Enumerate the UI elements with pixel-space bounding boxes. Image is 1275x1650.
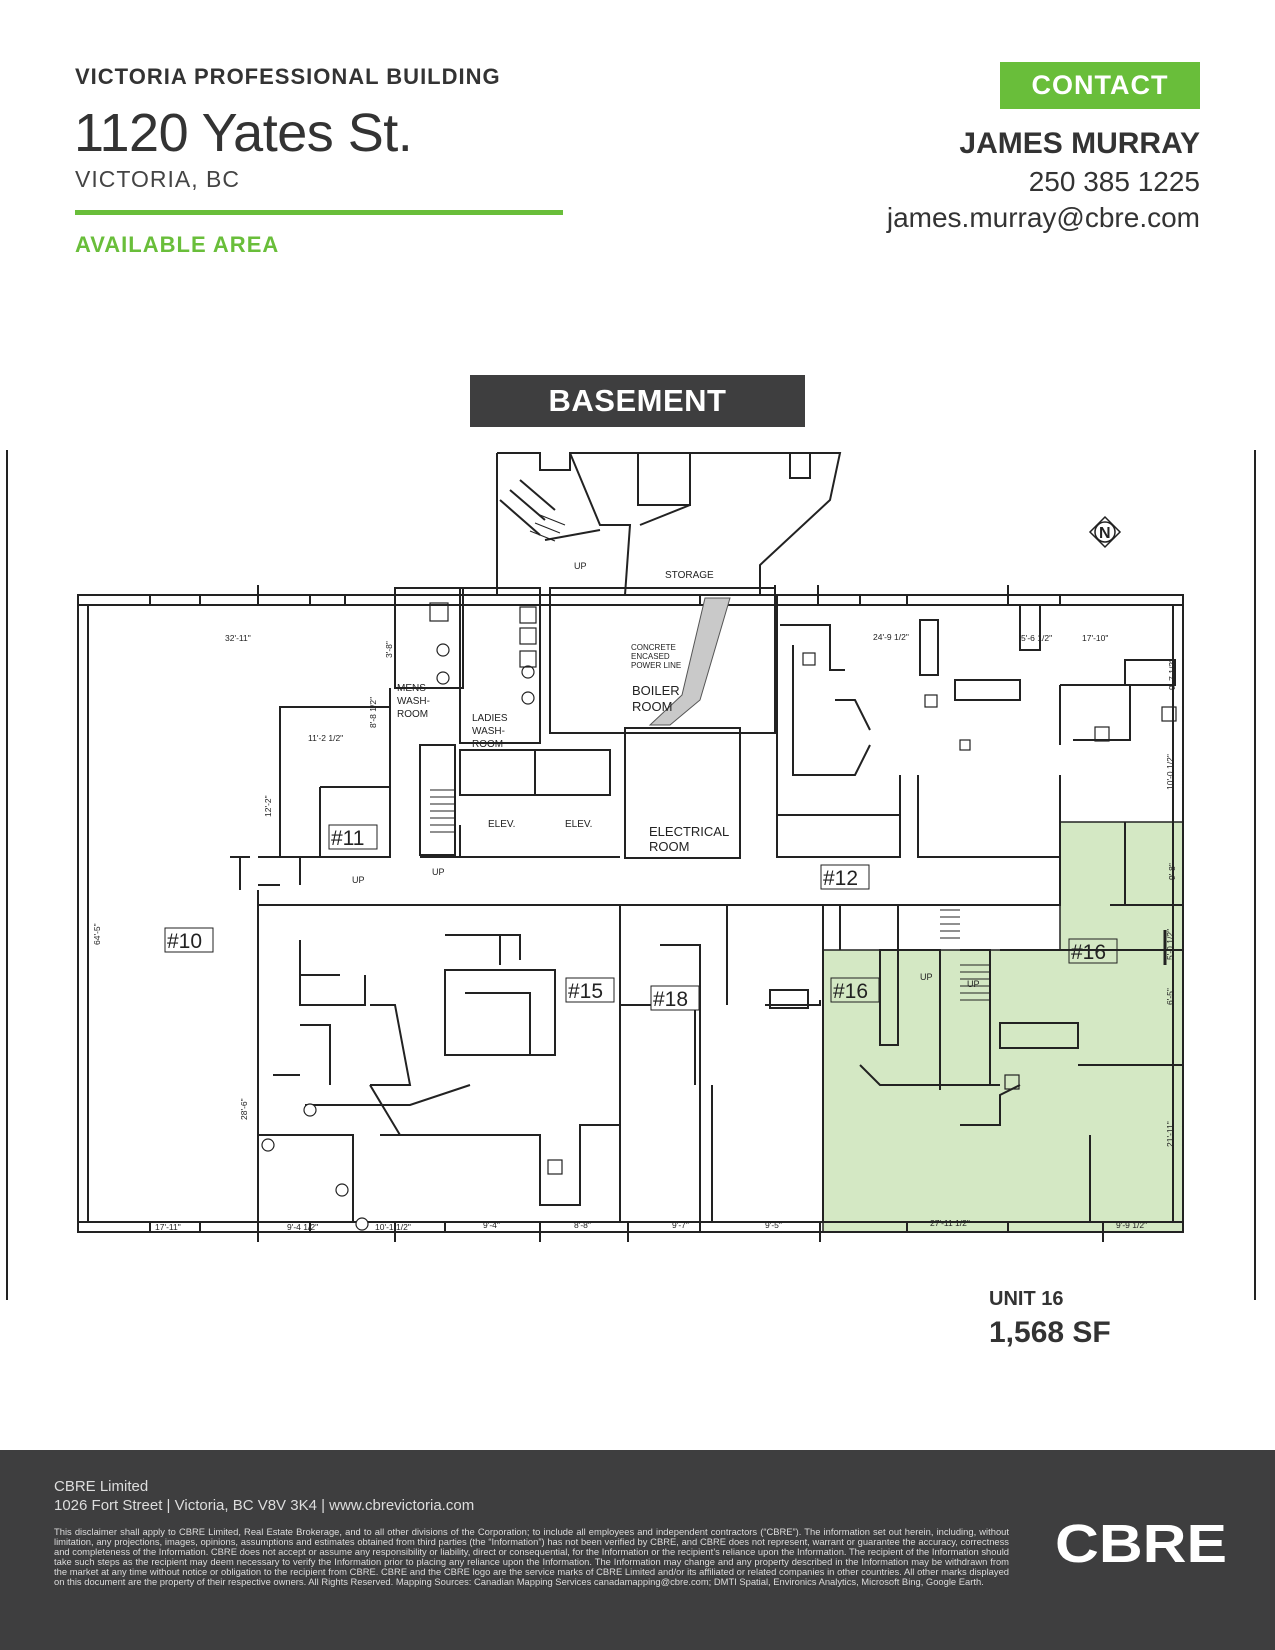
footer-company: CBRE Limited bbox=[54, 1478, 149, 1495]
city: VICTORIA, BC bbox=[75, 166, 240, 192]
contact-badge: CONTACT bbox=[1000, 62, 1200, 109]
unit-tag-11: #11 bbox=[331, 827, 364, 850]
dimension: 5'-0 1/2" bbox=[1165, 929, 1175, 960]
room-elevator: ELEV. bbox=[488, 819, 515, 830]
contact-phone[interactable]: 250 385 1225 bbox=[1028, 166, 1200, 197]
room-electrical: ROOM bbox=[649, 839, 689, 854]
stair-up: UP bbox=[352, 875, 365, 885]
dimension: 10'-0 1/2" bbox=[1165, 754, 1175, 790]
room-ladies: WASH- bbox=[472, 726, 505, 737]
dimension: 24'-9 1/2" bbox=[873, 632, 909, 642]
dimension: 9'-4 1/2" bbox=[287, 1222, 318, 1232]
north-label: N bbox=[1099, 525, 1111, 542]
stair-up: UP bbox=[574, 561, 587, 571]
dimension: 27'-11 1/2" bbox=[930, 1218, 970, 1228]
dimension: 9'-5" bbox=[765, 1220, 782, 1230]
building-name: VICTORIA PROFESSIONAL BUILDING bbox=[75, 64, 501, 89]
dimension: 9'-9 1/2" bbox=[1116, 1220, 1147, 1230]
dimension: 12'-2" bbox=[263, 795, 273, 817]
section-label: AVAILABLE AREA bbox=[75, 232, 280, 257]
stair-up: UP bbox=[920, 972, 933, 982]
footer bbox=[0, 1450, 1275, 1650]
unit-label: UNIT 16 bbox=[989, 1288, 1064, 1310]
dimension: 28'-6" bbox=[239, 1098, 249, 1120]
room-elevator: ELEV. bbox=[565, 819, 592, 830]
cbre-logo: CBRE bbox=[1055, 1518, 1227, 1568]
room-boiler: ROOM bbox=[632, 699, 672, 714]
dimension: 10'-1 1/2" bbox=[375, 1222, 411, 1232]
power-line-label: CONCRETE bbox=[631, 643, 676, 652]
room-mens: MENS bbox=[397, 683, 426, 694]
room-ladies: LADIES bbox=[472, 713, 508, 724]
contact-name: JAMES MURRAY bbox=[959, 127, 1200, 160]
dimension: 17'-10" bbox=[1082, 633, 1108, 643]
footer-disclaimer: This disclaimer shall apply to CBRE Limi… bbox=[54, 1526, 1009, 1587]
room-mens: ROOM bbox=[397, 709, 428, 720]
dimension: 9'-8" bbox=[1167, 863, 1177, 880]
dimension: 6'-5" bbox=[1165, 988, 1175, 1005]
room-ladies: ROOM bbox=[472, 739, 503, 750]
unit-tag-18: #18 bbox=[653, 988, 688, 1011]
dimension: 5'-6 1/2" bbox=[1021, 633, 1052, 643]
street-address: 1120 Yates St. bbox=[74, 103, 413, 163]
north-arrow-icon: N bbox=[1088, 515, 1122, 549]
dimension: 32'-11" bbox=[225, 633, 251, 643]
dimension: 21'-11" bbox=[1165, 1121, 1175, 1147]
power-line-label: POWER LINE bbox=[631, 661, 681, 670]
unit-16-highlight bbox=[822, 821, 1184, 1233]
dimension: 64'-5" bbox=[92, 923, 102, 945]
stair-up: UP bbox=[432, 867, 445, 877]
header-divider bbox=[75, 210, 563, 215]
room-electrical: ELECTRICAL bbox=[649, 824, 729, 839]
unit-tag-10: #10 bbox=[167, 930, 202, 953]
room-storage: STORAGE bbox=[665, 570, 714, 581]
dimension: 9'-7" bbox=[672, 1220, 689, 1230]
dimension: 17'-11" bbox=[155, 1222, 181, 1232]
dimension: 8'-8" bbox=[574, 1220, 591, 1230]
power-line-label: ENCASED bbox=[631, 652, 670, 661]
unit-area: 1,568 SF bbox=[989, 1316, 1111, 1349]
unit-tag-16: #16 bbox=[833, 980, 868, 1003]
dimension: 11'-2 1/2" bbox=[308, 733, 343, 743]
contact-email[interactable]: james.murray@cbre.com bbox=[886, 202, 1200, 233]
unit-tag-15: #15 bbox=[568, 980, 603, 1003]
room-mens: WASH- bbox=[397, 696, 430, 707]
floor-title: BASEMENT bbox=[470, 375, 805, 427]
room-boiler: BOILER bbox=[632, 683, 680, 698]
footer-address: 1026 Fort Street | Victoria, BC V8V 3K4 … bbox=[54, 1497, 475, 1514]
dimension: 9'-4" bbox=[483, 1220, 500, 1230]
floor-plan: N STORAGE MENS WASH- ROOM LADIES WASH- R… bbox=[6, 450, 1256, 1300]
unit-tag-12: #12 bbox=[823, 867, 858, 890]
stair-up: UP bbox=[967, 979, 980, 989]
unit-tag-16: #16 bbox=[1071, 941, 1106, 964]
dimension: 3'-8" bbox=[384, 641, 394, 658]
dimension: 8'-8 1/2" bbox=[368, 697, 378, 728]
cbre-logo-text: CBRE bbox=[1055, 1518, 1227, 1568]
dimension: 9'-7 1/2" bbox=[1167, 659, 1177, 690]
